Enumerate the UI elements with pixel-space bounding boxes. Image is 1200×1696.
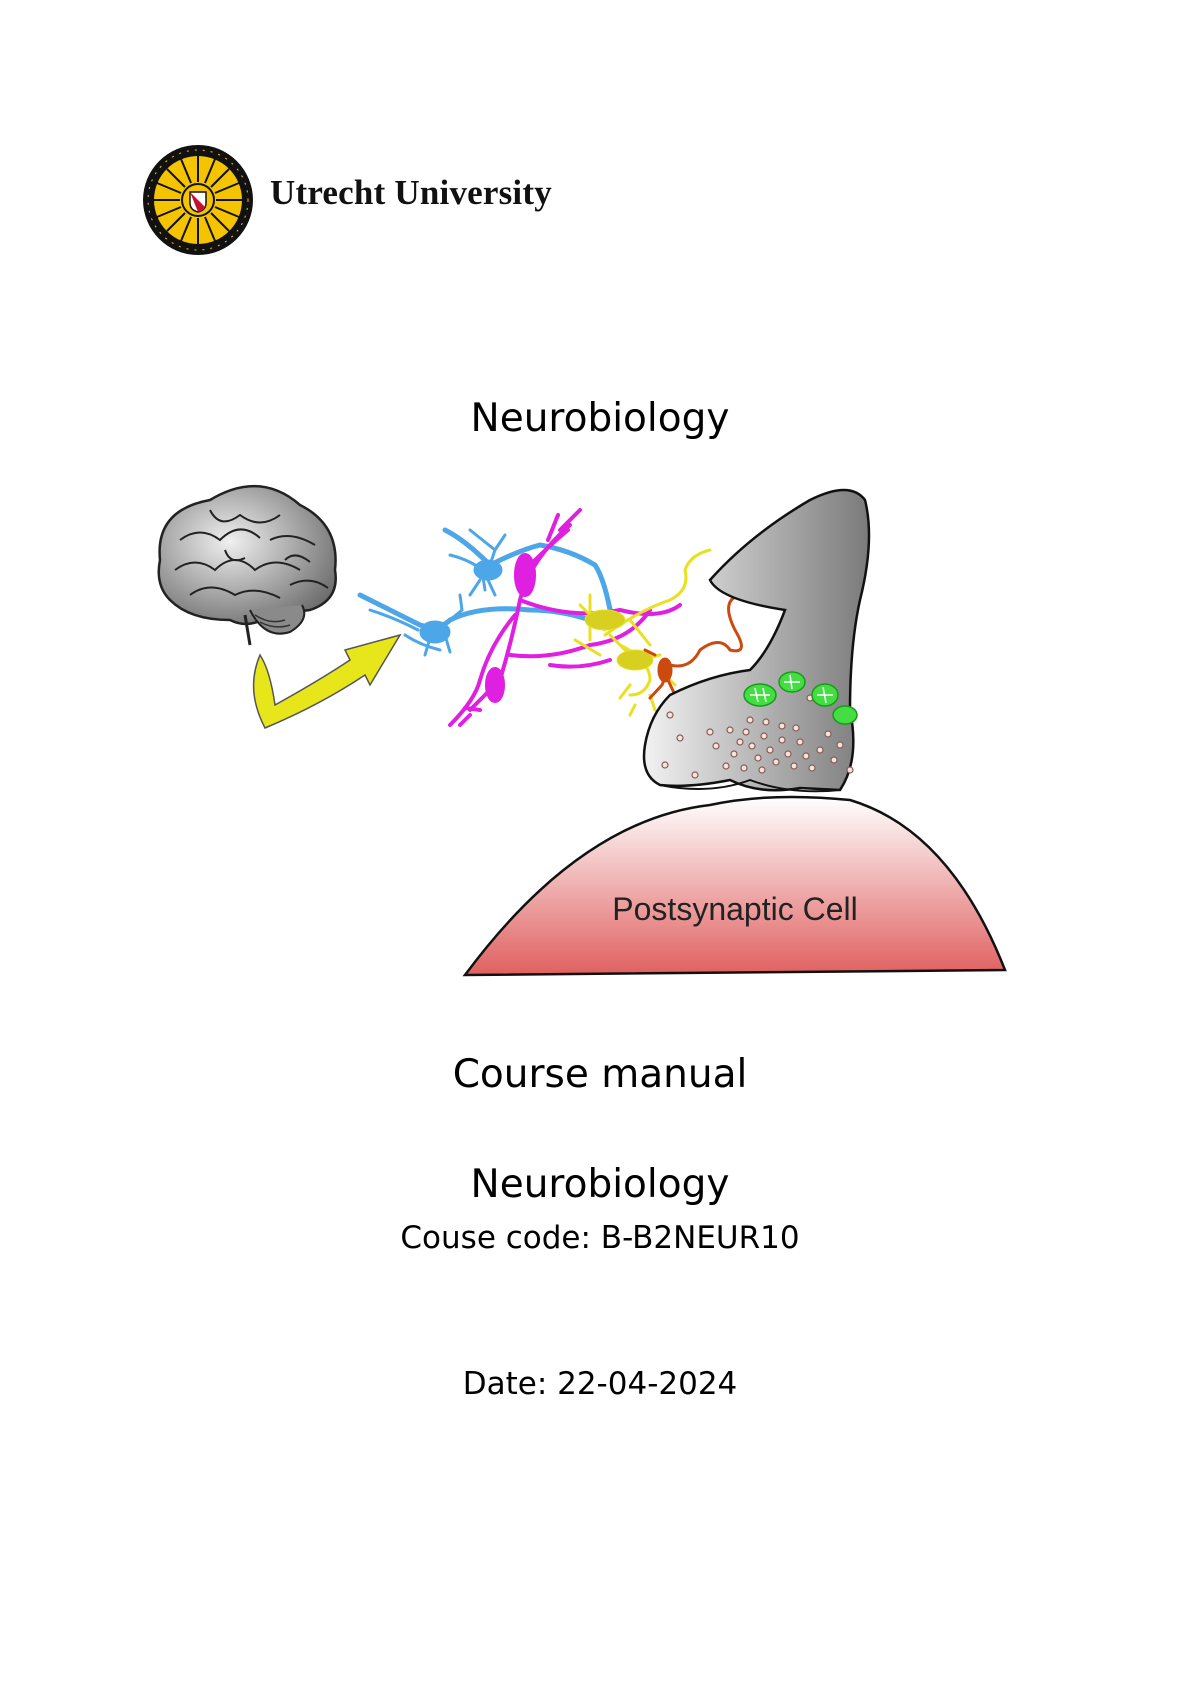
date: Date: 22-04-2024 (462, 1366, 738, 1402)
blue-neurons (357, 527, 615, 657)
magenta-neuron (448, 508, 682, 727)
university-name: Utrecht University (270, 173, 552, 212)
vesicles (661, 681, 854, 779)
postsynaptic-cell-label: Postsynaptic Cell (612, 891, 857, 927)
brain-icon (157, 484, 337, 646)
arrow-icon (252, 633, 402, 729)
mitochondria (743, 671, 858, 725)
utrecht-sun-seal-icon (143, 145, 253, 255)
cover-illustration: Postsynaptic Cell (150, 470, 1020, 990)
postsynaptic-cell (462, 795, 1007, 977)
presynaptic-terminal (642, 488, 871, 792)
course-code: Couse code: B-B2NEUR10 (400, 1220, 800, 1256)
subject-title: Neurobiology (470, 396, 730, 441)
course-title: Neurobiology (470, 1162, 730, 1207)
doc-type: Course manual (452, 1052, 748, 1097)
yellow-neurons (573, 548, 712, 717)
university-logo (142, 142, 602, 258)
brain-neurons-synapse-illustration: Postsynaptic Cell (157, 484, 1007, 977)
